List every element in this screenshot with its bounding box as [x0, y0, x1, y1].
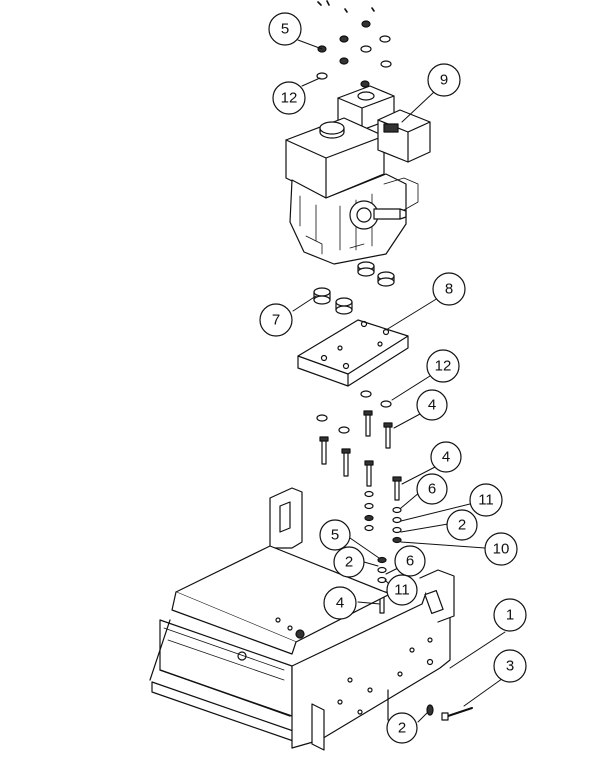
- callout-circle-4c: [323, 586, 357, 620]
- engine: [285, 85, 431, 265]
- callout-label-3: 3: [506, 658, 514, 675]
- callout-circle-5a: [268, 12, 302, 46]
- callout-label-7: 7: [272, 312, 280, 329]
- callout-circle-11b: [386, 574, 418, 606]
- callout-label-9: 9: [440, 72, 448, 89]
- frame-base: [149, 487, 455, 751]
- callout-circle-9: [427, 63, 461, 97]
- callout-circle-11a: [469, 483, 503, 517]
- callout-label-4c: 4: [336, 595, 344, 612]
- callout-label-12b: 12: [435, 358, 452, 375]
- bottom-hardware: [426, 704, 473, 721]
- callout-circle-1: [493, 598, 527, 632]
- callout-label-4b: 4: [442, 449, 450, 466]
- callout-label-1: 1: [506, 607, 514, 624]
- callout-circle-8: [432, 272, 466, 306]
- mounting-plate: [297, 319, 409, 387]
- callout-label-12a: 12: [281, 90, 298, 107]
- engine-mount-feet: [357, 261, 395, 287]
- callout-circle-2b: [333, 546, 365, 578]
- callout-circle-12b: [426, 349, 460, 383]
- callout-circle-3: [493, 649, 527, 683]
- callout-label-2c: 2: [398, 720, 406, 737]
- callout-label-8: 8: [445, 281, 453, 298]
- callout-label-10: 10: [493, 541, 510, 558]
- callout-label-2a: 2: [458, 517, 466, 534]
- callout-label-5b: 5: [331, 527, 339, 544]
- callout-circle-2c: [386, 712, 418, 744]
- callout-circle-4b: [430, 441, 462, 473]
- top-hardware: [316, 0, 392, 88]
- callout-label-4a: 4: [428, 397, 436, 414]
- callout-labels: 5 12 9 8 7 12 4 4 6 11 2 10 5 2 6 11 4 1…: [272, 21, 514, 737]
- callout-label-11a: 11: [478, 492, 494, 509]
- callout-circle-10: [484, 532, 518, 566]
- rubber-mounts: [313, 287, 353, 315]
- callout-label-2b: 2: [345, 554, 353, 571]
- callout-label-5a: 5: [281, 21, 289, 38]
- leader-lines: [292, 39, 507, 723]
- callout-circles: [259, 12, 527, 744]
- callout-label-11b: 11: [394, 582, 410, 599]
- callout-circle-5b: [319, 519, 351, 551]
- callout-circle-6b: [394, 545, 426, 577]
- callout-circle-4a: [416, 389, 448, 421]
- callout-circle-12a: [272, 81, 306, 115]
- nut-washer-stacks: [364, 490, 402, 584]
- callout-label-6a: 6: [428, 481, 436, 498]
- callout-circle-2a: [446, 509, 478, 541]
- callout-circle-7: [259, 303, 293, 337]
- plate-washers: [316, 390, 392, 434]
- callout-circle-6a: [416, 473, 448, 505]
- callout-label-6b: 6: [406, 553, 414, 570]
